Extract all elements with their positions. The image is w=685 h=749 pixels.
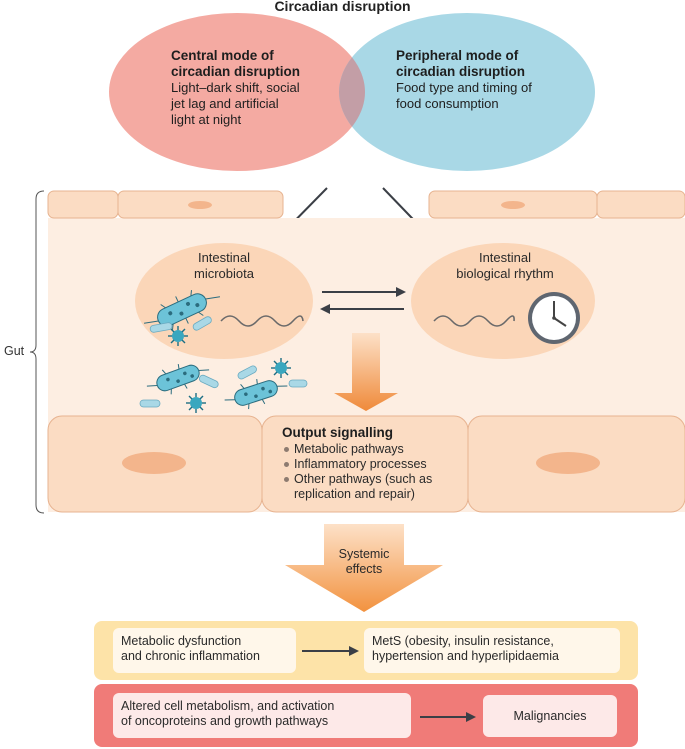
output-signalling-heading: Output signalling bbox=[282, 425, 393, 440]
systemic-effects-line1: Systemic bbox=[338, 547, 390, 561]
peripheral-disruption-circle bbox=[339, 13, 595, 171]
peripheral-mode-body-line1: Food type and timing of bbox=[396, 80, 532, 95]
output-item-other-cont: replication and repair) bbox=[294, 487, 415, 501]
metabolic-dysfunction-line1: Metabolic dysfunction bbox=[121, 634, 242, 648]
microbiota-wave-icon bbox=[220, 315, 304, 327]
peripheral-mode-body-line2: food consumption bbox=[396, 96, 499, 111]
systemic-effects-label: Systemic effects bbox=[324, 547, 404, 577]
rhythm-wave-icon bbox=[433, 315, 515, 327]
gut-bracket bbox=[29, 190, 45, 514]
microbiota-label: Intestinal microbiota bbox=[154, 250, 294, 282]
diagram-title: Circadian disruption bbox=[274, 0, 411, 14]
microbiota-region bbox=[135, 243, 313, 359]
rod-bacterium-icon bbox=[288, 379, 308, 388]
rod-bacterium-icon bbox=[192, 316, 212, 331]
altered-metabolism-line2: of oncoproteins and growth pathways bbox=[121, 714, 329, 728]
central-mode-text: Central mode of circadian disruption Lig… bbox=[171, 48, 347, 128]
orange-arrow-to-output bbox=[334, 333, 398, 411]
bacterium-icon bbox=[224, 379, 288, 410]
systemic-effects-line2: effects bbox=[345, 562, 383, 576]
bacteria-cluster bbox=[139, 290, 308, 413]
top-cell-4 bbox=[596, 190, 685, 219]
central-mode-heading-line1: Central mode of bbox=[171, 48, 274, 63]
rhythm-label-line2: biological rhythm bbox=[456, 266, 554, 281]
output-item-other: Other pathways (such as bbox=[282, 472, 462, 487]
gut-label: Gut bbox=[4, 344, 25, 358]
rod-bacterium-icon bbox=[237, 365, 257, 380]
output-signalling-list: Metabolic pathways Inflammatory processe… bbox=[282, 442, 462, 502]
mets-line2: hypertension and hyperlipidaemia bbox=[372, 649, 559, 663]
virus-icon bbox=[271, 358, 291, 378]
bacterium-icon bbox=[143, 290, 221, 330]
microbiota-label-line2: microbiota bbox=[194, 266, 254, 281]
rhythm-label: Intestinal biological rhythm bbox=[430, 250, 580, 282]
rod-bacterium-icon bbox=[149, 322, 173, 333]
metabolic-dysfunction-box: Metabolic dysfunction and chronic inflam… bbox=[113, 628, 296, 673]
rod-bacterium-icon bbox=[198, 374, 219, 389]
rod-bacterium-icon bbox=[139, 399, 161, 408]
metabolic-dysfunction-line2: and chronic inflammation bbox=[121, 649, 260, 663]
central-mode-body-line1: Light–dark shift, social bbox=[171, 80, 300, 95]
output-item-inflammatory: Inflammatory processes bbox=[282, 457, 462, 472]
systemic-effects-arrow bbox=[285, 524, 443, 612]
peripheral-mode-text: Peripheral mode of circadian disruption … bbox=[396, 48, 576, 112]
central-disruption-circle bbox=[109, 13, 365, 171]
altered-metabolism-box: Altered cell metabolism, and activation … bbox=[113, 693, 411, 738]
malignancies-box: Malignancies bbox=[483, 695, 617, 737]
peripheral-mode-heading-line1: Peripheral mode of bbox=[396, 48, 519, 63]
clock-icon bbox=[528, 292, 580, 344]
central-mode-body-line3: light at night bbox=[171, 112, 242, 127]
output-item-metabolic: Metabolic pathways bbox=[282, 442, 462, 457]
top-cell-2-nucleus bbox=[188, 201, 212, 209]
mets-line1: MetS (obesity, insulin resistance, bbox=[372, 634, 554, 648]
altered-metabolism-line1: Altered cell metabolism, and activation bbox=[121, 699, 335, 713]
mets-box: MetS (obesity, insulin resistance, hyper… bbox=[364, 628, 620, 673]
malignancies-label: Malignancies bbox=[513, 709, 587, 723]
bacterium-icon bbox=[146, 363, 210, 395]
peripheral-mode-heading-line2: circadian disruption bbox=[396, 64, 526, 79]
virus-icon bbox=[186, 393, 206, 413]
virus-icon bbox=[168, 326, 188, 346]
top-cell-3-nucleus bbox=[501, 201, 525, 209]
central-mode-body-line2: jet lag and artificial bbox=[171, 96, 279, 111]
bottom-cell-left-nucleus bbox=[122, 452, 186, 474]
output-signalling: Output signalling Metabolic pathways Inf… bbox=[282, 425, 462, 502]
rhythm-label-line1: Intestinal bbox=[478, 250, 532, 265]
top-cell-1 bbox=[47, 190, 119, 219]
microbiota-label-line1: Intestinal bbox=[197, 250, 251, 265]
bottom-cell-right-nucleus bbox=[536, 452, 600, 474]
central-mode-heading-line2: circadian disruption bbox=[171, 64, 301, 79]
